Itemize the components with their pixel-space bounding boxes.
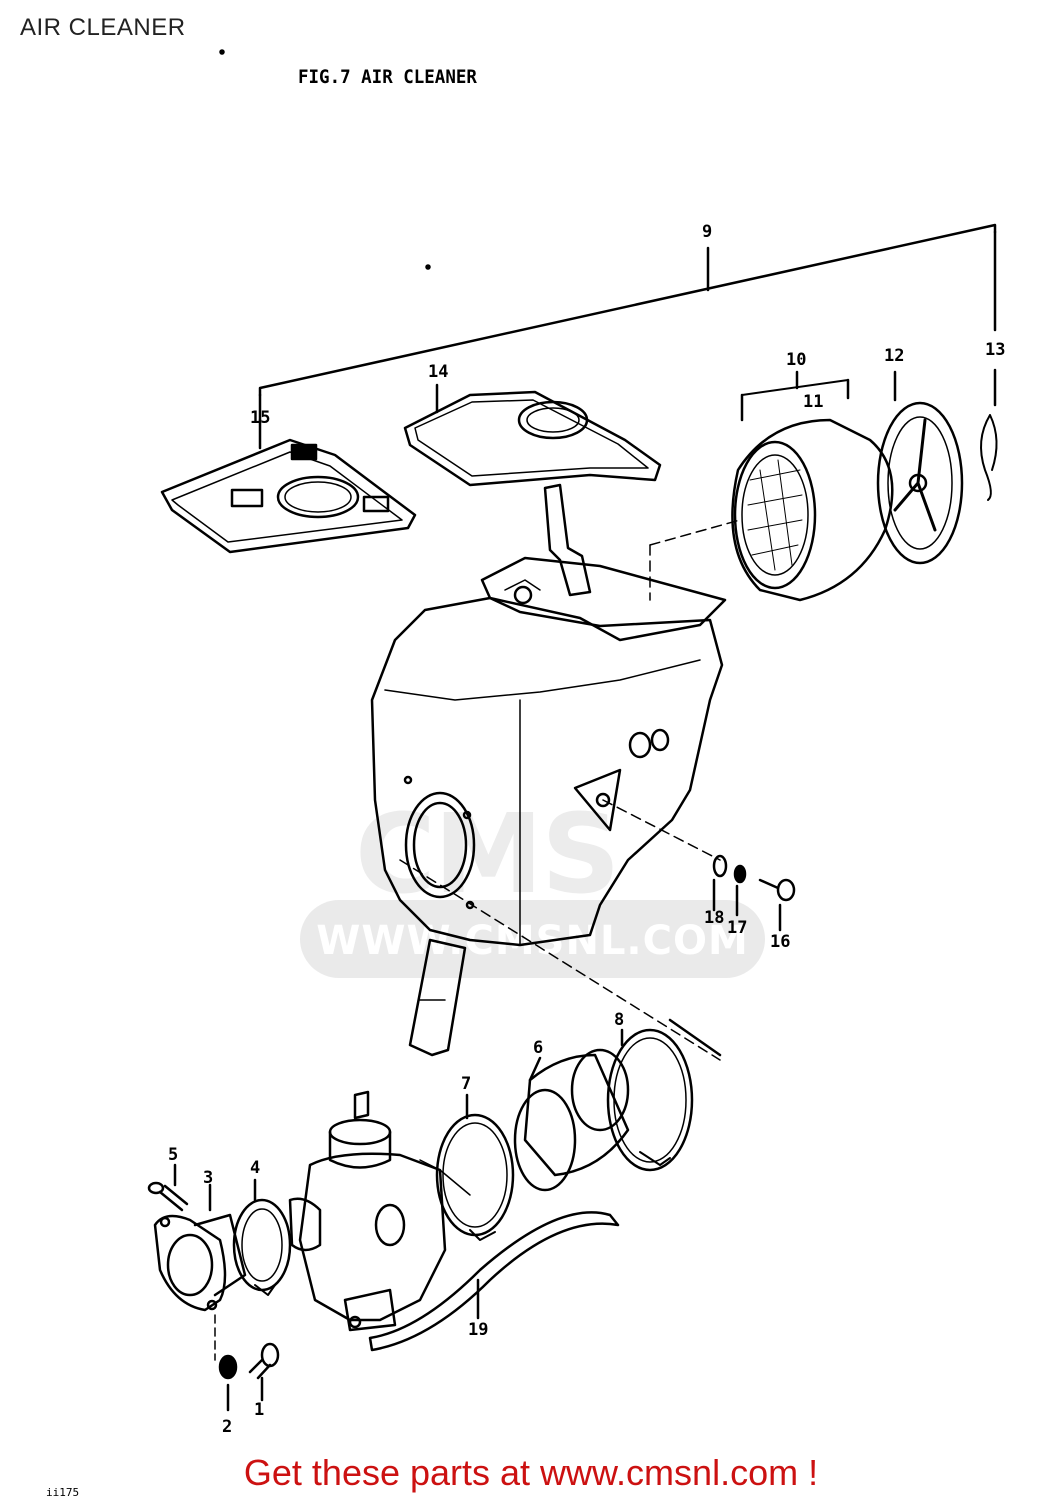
callout-9: 9: [702, 222, 713, 242]
callout-8: 8: [614, 1010, 625, 1030]
intake-pipe-6: [513, 1048, 630, 1192]
bracket-9: [258, 223, 997, 422]
cap-12: [876, 370, 964, 565]
callout-4: 4: [250, 1158, 261, 1178]
watermark-url: WWW.CMSNL.COM: [316, 918, 749, 964]
hose-19: [368, 1211, 620, 1352]
nut-2: [214, 1314, 238, 1412]
gasket-4: [232, 1178, 292, 1296]
page-heading: AIR CLEANER: [20, 14, 186, 41]
watermark-badge: WWW.CMSNL.COM: [300, 900, 765, 978]
callout-16: 16: [770, 932, 791, 952]
callout-15: 15: [250, 408, 271, 428]
callout-5: 5: [168, 1145, 179, 1165]
callout-6: 6: [533, 1038, 544, 1058]
clip-13: [980, 368, 998, 501]
footer-link-banner[interactable]: Get these parts at www.cmsnl.com !: [243, 1452, 819, 1493]
air-cleaner-box: [370, 556, 727, 1057]
callout-7: 7: [461, 1074, 472, 1094]
callout-18: 18: [704, 908, 725, 928]
intake-flange-3: [153, 1183, 247, 1312]
intake-duct: [543, 483, 592, 597]
bolt-1: [248, 1342, 280, 1402]
carburetor: [288, 1090, 471, 1332]
callout-19: 19: [468, 1320, 489, 1340]
callout-14: 14: [428, 362, 449, 382]
callout-2: 2: [222, 1417, 233, 1437]
callout-17: 17: [727, 918, 748, 938]
gasket-14: [403, 383, 662, 487]
bolt-5: [147, 1163, 189, 1212]
clamp-7: [435, 1093, 515, 1241]
clamp-8: [606, 1018, 722, 1172]
figure-code: ii175: [46, 1486, 80, 1499]
washer-17: [733, 864, 747, 917]
callout-13: 13: [985, 340, 1006, 360]
assembly-lines: [399, 519, 741, 1061]
callout-12: 12: [884, 346, 905, 366]
callout-1: 1: [254, 1400, 265, 1420]
callout-3: 3: [203, 1168, 214, 1188]
callout-10: 10: [786, 350, 807, 370]
callout-11: 11: [803, 392, 824, 412]
figure-title: FIG.7 AIR CLEANER: [298, 66, 477, 88]
gasket-15: [160, 418, 417, 554]
bolt-16: [758, 878, 796, 932]
washer-18: [712, 854, 728, 912]
